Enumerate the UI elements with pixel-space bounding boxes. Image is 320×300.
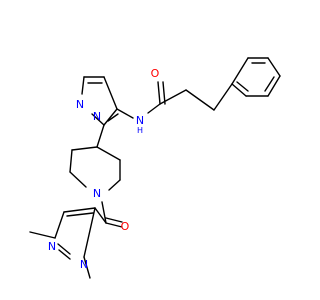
atom-label-oxygen: O (121, 220, 130, 233)
atom-label-hydrogen: H (137, 126, 143, 135)
bond (264, 76, 275, 92)
bond (185, 89, 215, 111)
bond (29, 231, 56, 239)
pyrazole-ring-2 (54, 207, 96, 260)
bond (103, 76, 118, 110)
bond (236, 81, 249, 92)
atom-label-nitrogen: N (80, 258, 88, 271)
bond (267, 75, 281, 97)
bond (147, 103, 161, 114)
bond (94, 207, 107, 224)
bond (91, 113, 105, 126)
bond (213, 83, 233, 111)
bond (267, 57, 281, 77)
atom-label-oxygen: O (151, 67, 160, 80)
bond (105, 217, 123, 223)
atom-label-nitrogen: N (93, 187, 101, 200)
bond (157, 81, 161, 105)
atom-label-nitrogen: N (76, 98, 84, 111)
atom-label-nitrogen: N (136, 114, 144, 127)
bond (105, 222, 123, 228)
alkyl-chain (147, 81, 233, 114)
bond (58, 249, 71, 260)
bond (66, 212, 94, 217)
bond (101, 201, 107, 224)
molecule-drawing: O N H N N N O N N (29, 57, 281, 279)
bond (69, 149, 73, 173)
bond (231, 57, 249, 85)
bond (54, 211, 65, 239)
bond (83, 207, 96, 258)
bond (231, 83, 247, 97)
atom-label-nitrogen: N (93, 110, 101, 123)
atom-labels: O N H N N N O N N (48, 67, 160, 271)
piperidine-ring (69, 146, 121, 191)
bond (96, 146, 121, 161)
phenyl-ring (231, 57, 281, 97)
bond (69, 171, 87, 188)
bond (107, 113, 119, 122)
bond (63, 207, 96, 213)
bond (71, 146, 98, 151)
bond (116, 108, 134, 119)
bond (103, 108, 118, 126)
bond (162, 81, 166, 105)
bond (81, 76, 85, 95)
bond (83, 256, 91, 279)
pyrazole-ring-1 (81, 76, 119, 126)
bond (108, 179, 121, 191)
atom-label-nitrogen: N (48, 240, 56, 253)
structure-svg: O N H N N N O N N (29, 57, 281, 279)
bond (96, 124, 105, 148)
bond (57, 243, 71, 255)
